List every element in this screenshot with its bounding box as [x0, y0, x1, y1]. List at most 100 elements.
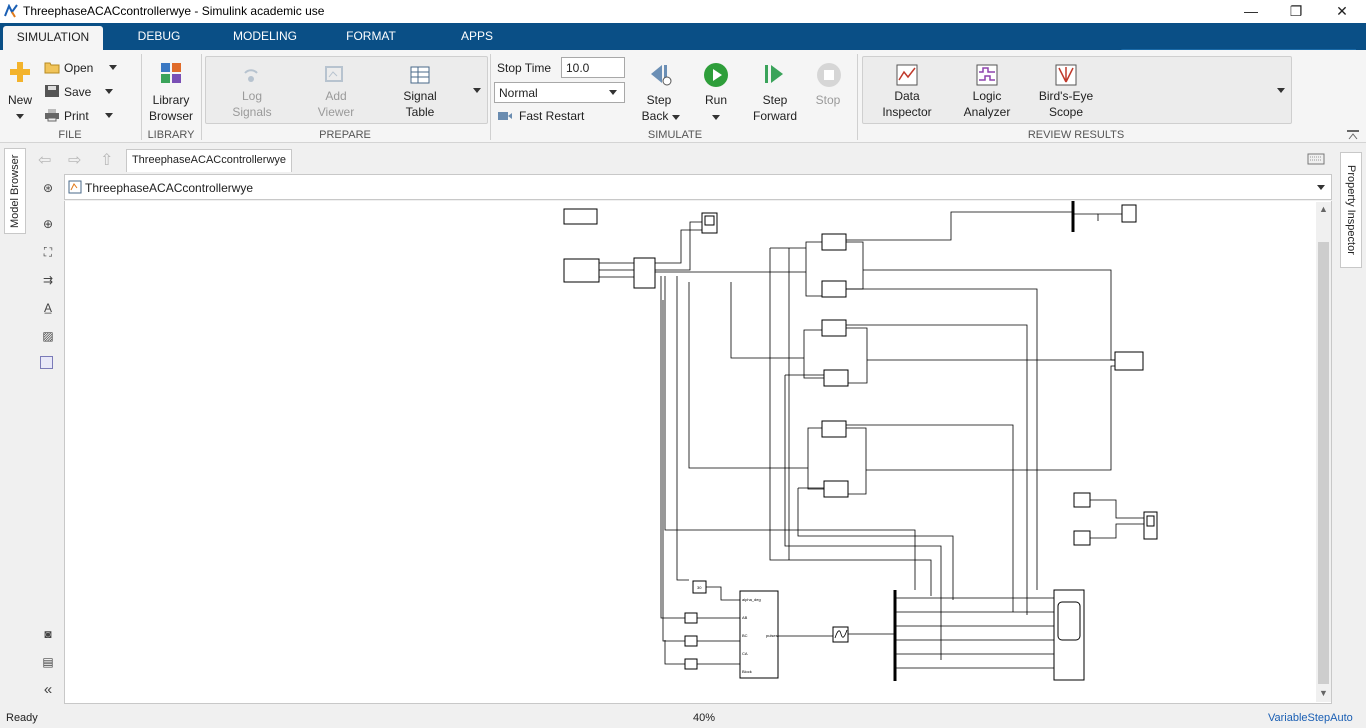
logic-analyzer-label-1[interactable]: Logic	[972, 89, 1002, 103]
log-signals-label-1[interactable]: Log	[241, 89, 263, 103]
simulation-mode-select[interactable]: Normal	[494, 82, 625, 103]
fast-restart-button[interactable]: Fast Restart	[519, 109, 585, 123]
close-button[interactable]: ✕	[1336, 3, 1348, 19]
add-viewer-label-1[interactable]: Add	[325, 89, 347, 103]
tab-debug[interactable]: DEBUG	[137, 29, 181, 43]
subsystem-port-bc: BC	[742, 633, 748, 638]
step-back-label-2[interactable]: Back	[641, 109, 669, 123]
data-inspector-label-2[interactable]: Inspector	[882, 105, 932, 119]
save-disk-icon	[45, 85, 59, 97]
minimize-button[interactable]: —	[1244, 3, 1258, 19]
scope-block[interactable]	[1121, 204, 1137, 223]
scope-block[interactable]	[1053, 589, 1085, 681]
print-dropdown-icon[interactable]	[105, 113, 113, 118]
thyristor-block[interactable]	[821, 319, 847, 337]
vertical-scrollbar[interactable]: ▲ ▼	[1316, 202, 1331, 702]
annotation-icon[interactable]: A̲	[43, 301, 52, 315]
explorer-bar-toggle-icon[interactable]: ⊛	[42, 181, 54, 195]
add-viewer-label-2[interactable]: Viewer	[317, 105, 355, 119]
run-button[interactable]: Run	[704, 93, 727, 107]
back-arrow-icon[interactable]: ⇦	[38, 152, 52, 169]
block[interactable]	[684, 658, 698, 670]
save-dropdown-icon[interactable]	[105, 89, 113, 94]
up-arrow-icon[interactable]: ⇧	[100, 152, 114, 169]
keyboard-icon[interactable]	[1307, 153, 1325, 165]
scope-block[interactable]	[701, 212, 718, 234]
data-inspector-label-1[interactable]: Data	[894, 89, 920, 103]
review-gallery-expand-icon[interactable]	[1277, 88, 1285, 93]
tab-apps[interactable]: APPS	[460, 29, 493, 43]
block[interactable]	[684, 612, 698, 624]
block[interactable]	[1073, 530, 1091, 546]
block[interactable]	[684, 635, 698, 647]
model-canvas[interactable]: 30 alpha_deg AB BC CA Block pulses	[64, 201, 1332, 704]
explorer-dropdown-icon[interactable]	[1317, 185, 1325, 190]
property-inspector-tab[interactable]: Property Inspector	[1340, 152, 1362, 268]
step-back-dropdown-icon[interactable]	[672, 115, 680, 120]
new-button[interactable]: New	[7, 93, 32, 107]
scroll-down-icon[interactable]: ▼	[1319, 688, 1328, 698]
status-bar: Ready 40% VariableStepAuto	[0, 708, 1366, 728]
library-browser-label-1[interactable]: Library	[152, 93, 190, 107]
status-text: Ready	[6, 712, 38, 724]
thyristor-block[interactable]	[821, 280, 847, 298]
restore-button[interactable]: ❐	[1289, 3, 1303, 19]
scrollbar-thumb[interactable]	[1318, 242, 1329, 684]
step-forward-label-1[interactable]: Step	[762, 93, 788, 107]
hide-toolstrip-icon[interactable]	[1346, 129, 1360, 141]
stop-time-input[interactable]: 10.0	[561, 57, 625, 78]
source-block[interactable]	[563, 258, 600, 283]
signal-table-label-2[interactable]: Table	[405, 105, 435, 119]
save-button[interactable]: Save	[64, 85, 92, 99]
thyristor-block[interactable]	[821, 233, 847, 251]
thyristor-block[interactable]	[823, 369, 849, 387]
measurement-block[interactable]	[633, 257, 656, 289]
birds-eye-scope-label-2[interactable]: Scope	[1048, 105, 1084, 119]
model-tab[interactable]: ThreephaseACACcontrollerwye	[126, 149, 292, 172]
arrow-direction-icon[interactable]: ⇉	[42, 273, 54, 287]
area-icon[interactable]	[40, 356, 53, 369]
solver-link[interactable]: VariableStepAuto	[1268, 712, 1353, 724]
block[interactable]	[1073, 492, 1091, 508]
tab-modeling[interactable]: MODELING	[232, 29, 297, 43]
data-inspector-icon	[896, 64, 918, 86]
model-browser-tab[interactable]: Model Browser	[4, 148, 26, 234]
birds-eye-scope-label-1[interactable]: Bird's-Eye	[1038, 89, 1094, 103]
new-dropdown-icon[interactable]	[16, 114, 24, 119]
filter-wave-icon	[834, 629, 848, 639]
prepare-gallery-expand-icon[interactable]	[473, 88, 481, 93]
signal-table-label-1[interactable]: Signal	[403, 89, 437, 103]
open-button[interactable]: Open	[64, 61, 94, 75]
pulse-generator-subsystem[interactable]	[739, 590, 779, 679]
open-dropdown-icon[interactable]	[109, 65, 117, 70]
load-block[interactable]	[1114, 351, 1144, 371]
filter-block[interactable]	[832, 626, 849, 643]
model-path[interactable]: ThreephaseACACcontrollerwye	[85, 181, 254, 195]
forward-arrow-icon[interactable]: ⇨	[68, 152, 82, 169]
print-button[interactable]: Print	[64, 109, 89, 123]
stop-button[interactable]: Stop	[815, 93, 841, 107]
fit-to-view-icon[interactable]: ⛶	[43, 245, 53, 259]
step-forward-label-2[interactable]: Forward	[752, 109, 797, 123]
log-signals-label-2[interactable]: Signals	[232, 105, 272, 119]
tab-simulation[interactable]: SIMULATION	[3, 26, 103, 50]
step-back-label-1[interactable]: Step	[646, 93, 672, 107]
tab-format[interactable]: FORMAT	[346, 29, 396, 43]
left-panel-strip: Model Browser	[0, 146, 30, 704]
thyristor-block[interactable]	[823, 480, 849, 498]
scroll-up-icon[interactable]: ▲	[1319, 204, 1328, 214]
run-dropdown-icon[interactable]	[712, 115, 720, 120]
zoom-icon[interactable]: ⊕	[42, 217, 54, 231]
new-icon[interactable]	[8, 60, 32, 84]
library-browser-label-2[interactable]: Browser	[148, 109, 193, 123]
logic-analyzer-label-2[interactable]: Analyzer	[963, 105, 1011, 119]
zoom-level[interactable]: 40%	[693, 712, 716, 724]
thyristor-block[interactable]	[821, 420, 847, 438]
prepare-section-label: PREPARE	[319, 129, 371, 141]
subsystem-port-ca: CA	[742, 651, 748, 656]
collapse-palette-icon[interactable]: «	[43, 681, 53, 698]
screenshot-camera-icon[interactable]: ◙	[44, 627, 52, 641]
image-icon[interactable]: ▨	[42, 329, 54, 343]
property-viewer-icon[interactable]: ▤	[42, 655, 54, 669]
block[interactable]	[563, 208, 598, 225]
